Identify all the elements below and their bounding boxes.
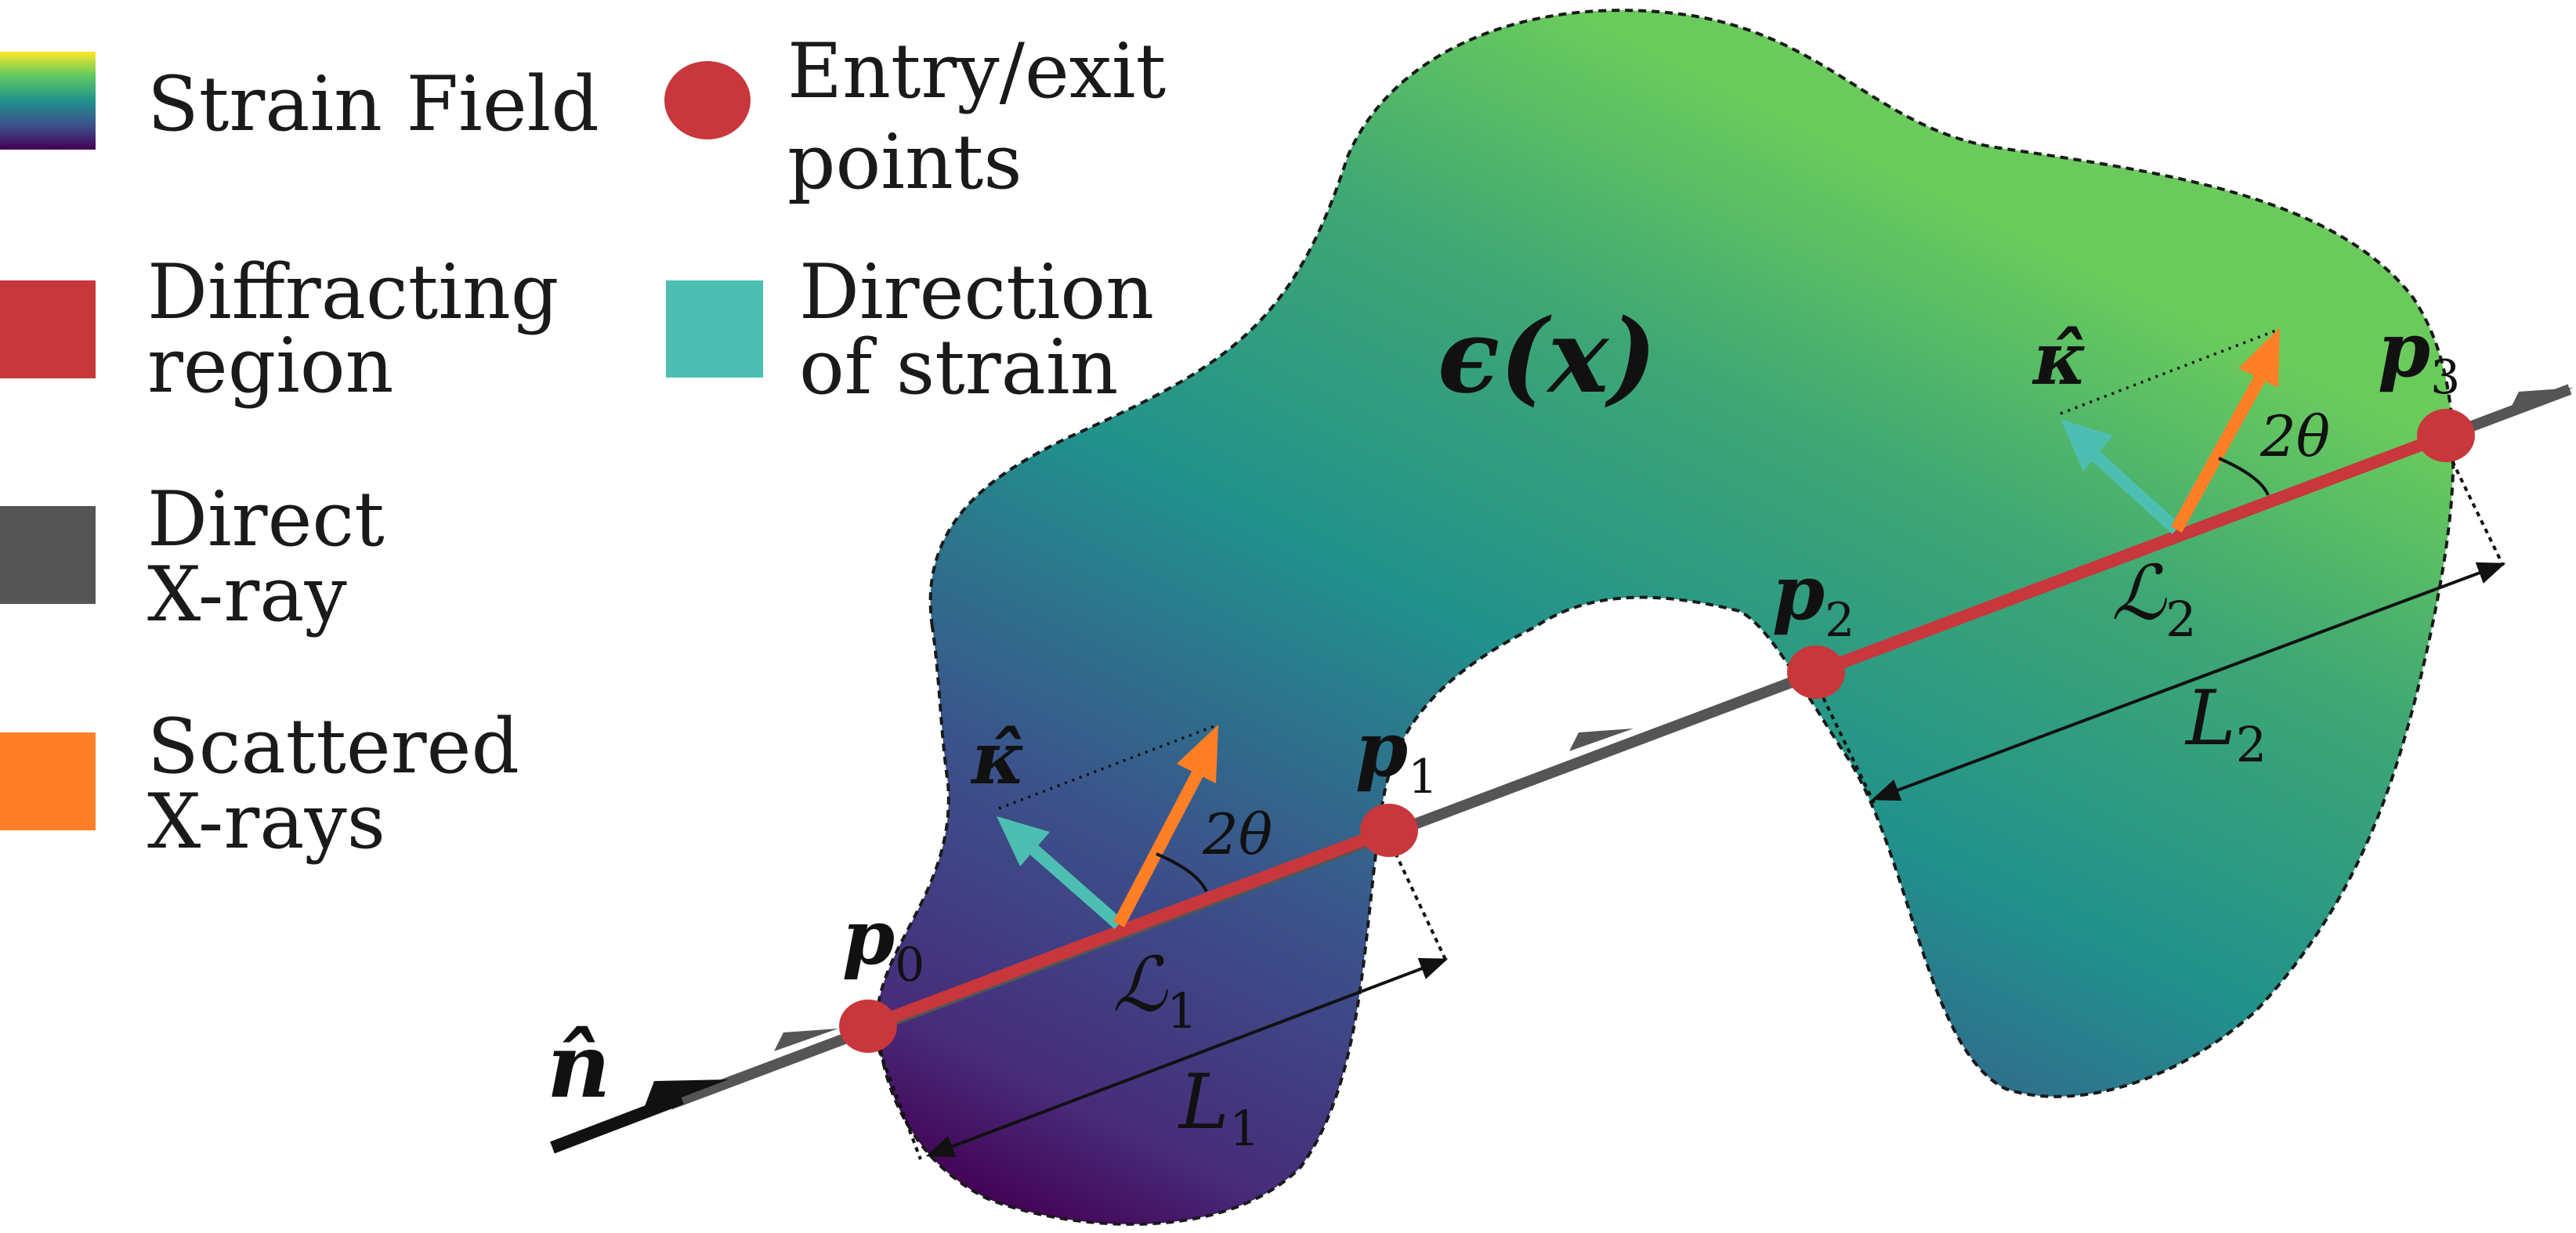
legend-swatch-strain-field [0, 52, 96, 150]
dimension-line [925, 958, 1449, 1157]
dimension-extension [874, 1041, 922, 1160]
legend-swatch-direct-xray [0, 506, 96, 604]
legend-label-diffracting: Diffracting [147, 248, 559, 336]
incident-direction-label: n̂ [547, 1015, 610, 1118]
length-label-2-base: L [2184, 674, 2236, 762]
dimension-extension [1818, 689, 1876, 804]
angle-label-1: 2θ [1202, 801, 1272, 867]
strain-direction-arrowhead [2060, 419, 2113, 472]
legend-label-scattered-2: X-rays [147, 778, 385, 866]
scattering-site-1 [997, 723, 1219, 930]
length-dimension-2 [1818, 452, 2506, 804]
region-label-1: ℒ1 [1113, 941, 1198, 1040]
dimension-line [1871, 562, 2506, 801]
legend-swatch-strain-direction [666, 280, 763, 378]
direct-xray-arrowhead-3 [2509, 388, 2574, 410]
length-label-2-sub: 2 [2236, 716, 2267, 773]
dimension-extension [2447, 452, 2505, 566]
strain-direction-arrow-shaft [1029, 844, 1123, 930]
exit-point-p1 [1360, 804, 1418, 857]
strain-field-region [875, 9, 2455, 1226]
angle-arc [2218, 457, 2270, 496]
region-label-1-base: ℒ [1113, 941, 1168, 1029]
incident-arrowhead [642, 1079, 729, 1112]
scattered-xray-arrowhead [1177, 725, 1218, 783]
legend-label-scattered: Scattered [147, 703, 519, 790]
point-label-p1-base: p [1355, 705, 1408, 794]
kappa-projection-line [2060, 327, 2281, 415]
kappa-label-2: κ̂ [2031, 316, 2087, 401]
incident-direction [550, 1079, 729, 1154]
legend-swatch-scattered [0, 732, 96, 830]
point-label-p2-sub: 2 [1825, 593, 1854, 648]
legend-label-direction-2: of strain [799, 324, 1118, 411]
direct-xray-arrowhead-2 [1569, 729, 1634, 751]
scattered-xray-arrowhead [2238, 327, 2280, 388]
point-label-p3: p3 [2378, 306, 2460, 405]
incident-arrow-shaft [550, 1092, 684, 1154]
legend-label-diffracting-2: region [147, 322, 393, 410]
length-label-1-sub: 1 [1229, 1100, 1260, 1157]
strain-direction-arrowhead [997, 816, 1050, 866]
legend-label-entry-exit: Entry/exit [787, 27, 1166, 115]
legend-label-direction: Direction [799, 248, 1154, 336]
entry-point-p0 [839, 1000, 897, 1053]
angle-arc [1156, 852, 1208, 892]
point-label-p2: p2 [1772, 548, 1854, 648]
point-label-p3-sub: 3 [2430, 350, 2460, 405]
legend: Strain Field Diffracting region Direct X… [0, 27, 1166, 866]
region-label-1-sub: 1 [1167, 982, 1197, 1040]
dimension-extension [1390, 844, 1447, 960]
point-label-p1: p1 [1355, 705, 1438, 805]
entry-point-p2 [1787, 645, 1845, 699]
strain-field-label: ϵ(x) [1438, 296, 1657, 416]
legend-label-strain-field: Strain Field [147, 60, 599, 148]
legend-label-direct-2: X-ray [147, 551, 347, 638]
region-label-2: ℒ2 [2111, 549, 2197, 648]
legend-swatch-diffracting [0, 280, 96, 378]
exit-point-p3 [2417, 409, 2475, 462]
angle-label-2: 2θ [2259, 403, 2330, 469]
point-label-p1-sub: 1 [1408, 750, 1438, 805]
scattering-site-2 [2060, 327, 2281, 534]
length-label-2: L2 [2184, 674, 2267, 773]
scattered-xray-arrow-shaft [2170, 374, 2267, 533]
point-label-p0: p0 [842, 893, 924, 993]
length-dimension-1 [874, 844, 1449, 1160]
length-label-1-base: L [1178, 1058, 1229, 1146]
legend-label-direct: Direct [147, 475, 385, 563]
point-label-p0-base: p [842, 893, 895, 982]
region-label-2-sub: 2 [2165, 591, 2196, 648]
point-label-p2-base: p [1772, 548, 1825, 637]
length-label-1: L1 [1178, 1058, 1260, 1157]
strain-direction-arrow-shaft [2091, 451, 2181, 534]
legend-swatch-entry-exit [664, 61, 751, 139]
direct-xray-arrowhead-1 [774, 1029, 838, 1051]
scattered-xray-arrow-shaft [1113, 768, 1205, 927]
region-label-2-base: ℒ [2111, 549, 2167, 637]
point-label-p3-base: p [2378, 306, 2430, 394]
point-label-p0-sub: 0 [895, 938, 924, 993]
kappa-label-1: κ̂ [970, 716, 1026, 801]
legend-label-entry-exit-2: points [787, 118, 1022, 206]
